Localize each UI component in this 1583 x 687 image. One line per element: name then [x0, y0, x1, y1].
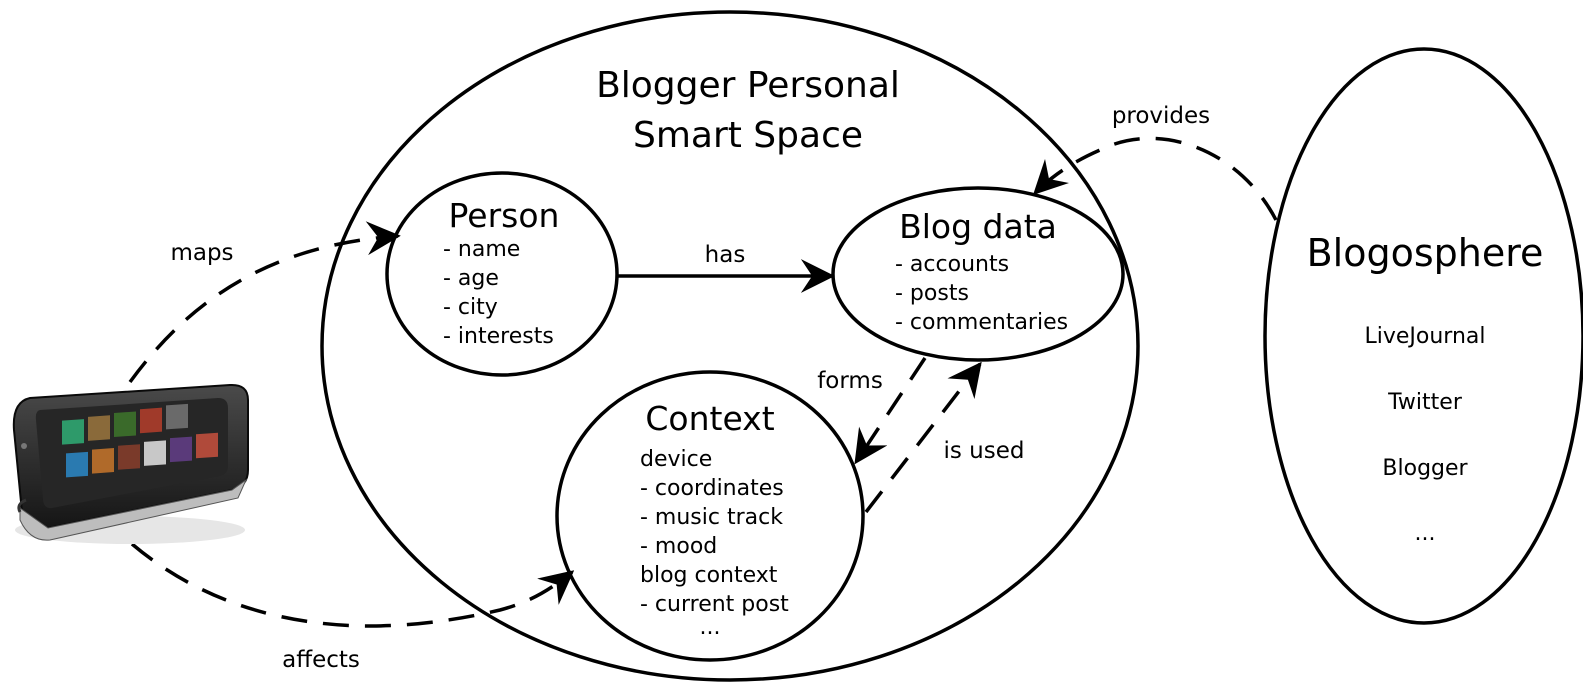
context-line-mood: - mood [640, 534, 717, 559]
blogosphere-site-blogger: Blogger [1382, 456, 1468, 481]
person-attr-interests: - interests [443, 324, 554, 349]
edge-label-is-used: is used [944, 438, 1025, 464]
context-line-blog-context: blog context [640, 563, 778, 588]
blogosphere-title: Blogosphere [1307, 231, 1544, 275]
context-line-current-post: - current post [640, 592, 789, 617]
blogosphere-site-livejournal: LiveJournal [1364, 324, 1485, 349]
blog-data-node: Blog data - accounts - posts - commentar… [831, 186, 1125, 362]
person-attr-name: - name [443, 237, 520, 262]
edge-provides-arrow [1032, 136, 1278, 221]
edge-label-provides: provides [1112, 103, 1210, 129]
edge-label-affects: affects [282, 647, 360, 673]
tablet-device-icon [12, 383, 249, 544]
context-line-coordinates: - coordinates [640, 476, 784, 501]
blog-data-attr-commentaries: - commentaries [895, 310, 1068, 335]
blogosphere-node: Blogosphere LiveJournal Twitter Blogger … [1263, 47, 1583, 625]
person-attr-age: - age [443, 266, 499, 291]
blog-data-attr-accounts: - accounts [895, 252, 1009, 277]
edge-is-used-arrow [864, 361, 982, 514]
blog-data-title: Blog data [899, 207, 1057, 246]
context-line-music-track: - music track [640, 505, 783, 530]
edge-affects-arrow [130, 542, 575, 628]
context-line-device: device [640, 447, 712, 472]
person-title: Person [449, 196, 560, 235]
smart-space-title-line2: Smart Space [633, 115, 863, 156]
blog-data-attr-posts: - posts [895, 281, 969, 306]
person-node: Person - name - age - city - interests [385, 171, 619, 377]
person-attr-city: - city [443, 295, 498, 320]
context-node: Context device - coordinates - music tra… [555, 370, 865, 662]
smart-space-title-line1: Blogger Personal [596, 65, 900, 106]
blogosphere-site-ellipsis: ... [1415, 521, 1436, 546]
edge-maps-arrow [128, 221, 401, 384]
blogosphere-site-twitter: Twitter [1387, 390, 1463, 415]
edge-label-forms: forms [817, 368, 883, 394]
context-title: Context [645, 399, 774, 438]
context-line-ellipsis: ... [700, 615, 721, 640]
edge-label-has: has [705, 242, 746, 268]
edge-label-maps: maps [170, 240, 233, 266]
smart-space-ellipse [320, 10, 1140, 682]
edge-forms-arrow [854, 357, 927, 465]
